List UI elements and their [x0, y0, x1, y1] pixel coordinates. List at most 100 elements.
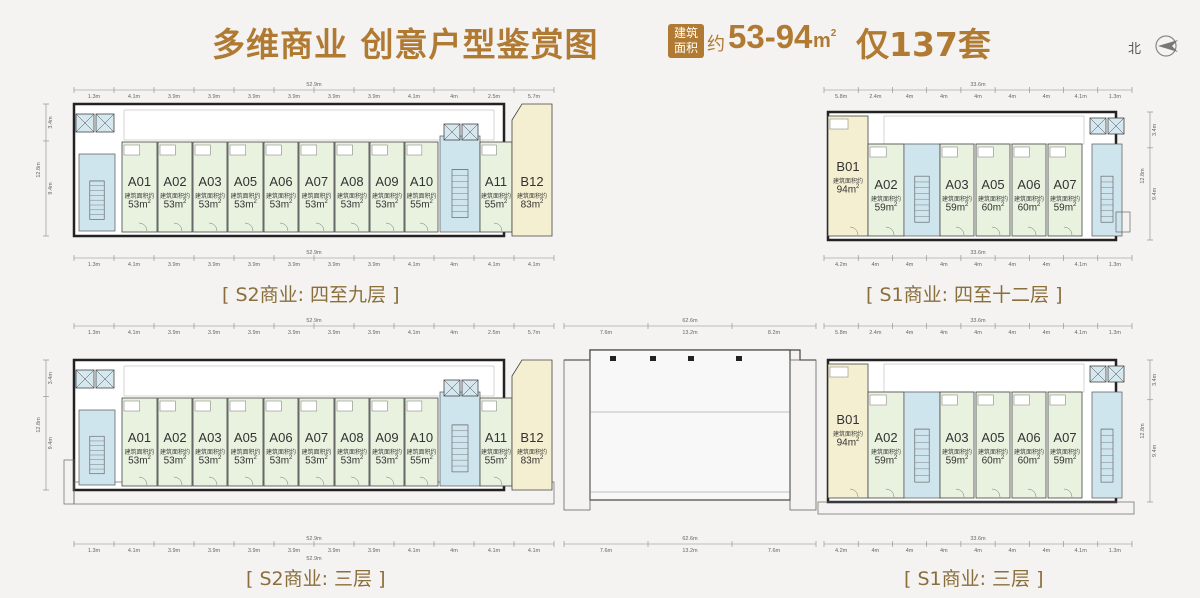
unit-caption: 建筑面积约: [230, 193, 261, 201]
dim-label: 4m: [1043, 94, 1051, 100]
unit-code: A03: [945, 430, 969, 446]
area-range: 53-94: [728, 18, 813, 55]
badge-line-1: 建筑: [673, 26, 698, 40]
unit-cell: [867, 391, 905, 499]
dim-total-label: 52.9m: [306, 82, 322, 88]
unit-code: A06: [1017, 430, 1041, 446]
dim-label: 4m: [940, 330, 948, 336]
unit-area: 53m2: [305, 199, 328, 211]
unit-area: 53m2: [305, 454, 328, 466]
dim-label: 4.1m: [488, 548, 501, 554]
dim-label: 3.9m: [248, 548, 261, 554]
unit-caption: 建筑面积约: [230, 448, 261, 456]
dim-total-label: 62.6m: [682, 536, 698, 542]
elevator-icon: [75, 113, 95, 133]
dim-total-label: 52.9m: [306, 556, 322, 562]
dim-total-label: 33.6m: [970, 318, 986, 324]
s1-side-dim: 3.4m 12.8m 9.4m: [1140, 111, 1158, 241]
dim-label: 4.1m: [408, 94, 421, 100]
dim-label: 3.9m: [288, 330, 301, 336]
unit-caption: 建筑面积约: [516, 448, 547, 456]
unit-area: 53m2: [198, 199, 222, 211]
unit-caption: 建筑面积约: [977, 196, 1008, 204]
unit-area: 53m2: [128, 454, 151, 466]
elevator-icon: [461, 379, 479, 397]
unit-cell: [1011, 143, 1047, 237]
dim-label: 3.9m: [248, 262, 261, 268]
unit-cell: [121, 141, 158, 233]
unit-caption: 建筑面积约: [124, 193, 155, 201]
dim-label: 4.1m: [528, 548, 541, 554]
unit-area: 83m2: [520, 199, 544, 211]
side-dim-label: 3.4m: [48, 116, 54, 129]
dim-label: 1.3m: [88, 330, 101, 336]
connector-structure: [563, 349, 817, 511]
dim-label: 8.2m: [768, 330, 781, 336]
elevator-icon: [1089, 117, 1107, 135]
title-bar: 多维商业 创意户型鉴赏图 建筑 面积 约 53-94 m2 仅137套 北: [0, 8, 1200, 68]
dim-label: 4m: [940, 548, 948, 554]
unit-code: A02: [874, 430, 898, 446]
unit-count: 仅137套: [856, 25, 991, 64]
unit-caption: 建筑面积约: [1013, 449, 1044, 457]
dim-label: 4m: [1008, 330, 1016, 336]
stair-core: [78, 409, 116, 486]
dim-label: 4m: [450, 330, 458, 336]
unit-code: A09: [375, 174, 399, 190]
unit-code: B12: [520, 429, 544, 445]
dim-label: 4m: [450, 548, 458, 554]
side-dim-label: 9.4m: [1152, 187, 1158, 200]
unit-area: 59m2: [874, 455, 898, 467]
elevator-icon: [75, 369, 95, 389]
unit-area: 55m2: [410, 199, 433, 211]
unit-cell-b12-shape: [511, 359, 553, 491]
floor-label-s1-lower: [ S1商业: 三层 ]: [904, 568, 1044, 590]
dim-label: 4.1m: [128, 548, 141, 554]
unit-area: 55m2: [484, 199, 508, 211]
dim-label: 13.2m: [682, 330, 698, 336]
side-dim-label: 9.4m: [1152, 444, 1158, 457]
unit-cell: [263, 141, 299, 233]
unit-caption: 建筑面积约: [371, 448, 402, 456]
dim-label: 4.1m: [408, 548, 421, 554]
unit-area: 59m2: [1053, 455, 1077, 467]
side-dim-label: 12.8m: [36, 162, 42, 178]
unit-code: A01: [127, 429, 152, 445]
unit-area: 60m2: [1017, 455, 1041, 467]
badge-line-2: 面积: [673, 41, 698, 55]
unit-area: 94m2: [836, 184, 860, 196]
dim-label: 3.9m: [288, 94, 301, 100]
unit-cell: [298, 141, 335, 233]
unit-area: 60m2: [981, 202, 1005, 214]
unit-caption: 建筑面积约: [159, 448, 190, 456]
unit-cell: [404, 141, 439, 233]
side-dim-label: 3.4m: [1152, 373, 1158, 386]
unit-code: A07: [1053, 430, 1077, 446]
dim-label: 4.1m: [128, 330, 141, 336]
unit-cell: [404, 397, 439, 487]
dim-label: 13.2m: [682, 548, 698, 554]
unit-code: A05: [233, 429, 258, 445]
side-dim-label: 3.4m: [1152, 123, 1158, 136]
dim-total-label: 52.9m: [306, 318, 322, 324]
unit-cell: [227, 397, 264, 487]
unit-code: B01: [836, 159, 860, 175]
unit-caption: 建筑面积约: [941, 449, 972, 457]
unit-caption: 建筑面积约: [371, 193, 402, 201]
dim-label: 4m: [1043, 548, 1051, 554]
unit-cell: [479, 141, 513, 233]
area-unit-text: m: [813, 30, 831, 52]
dim-label: 4.2m: [835, 262, 848, 268]
unit-cell: [157, 397, 193, 487]
unit-code: A09: [375, 429, 399, 445]
unit-code: A03: [945, 177, 969, 193]
side-dim-label: 12.8m: [1140, 168, 1146, 184]
unit-cell: [334, 397, 370, 487]
area-unit-sup: 2: [830, 28, 837, 39]
